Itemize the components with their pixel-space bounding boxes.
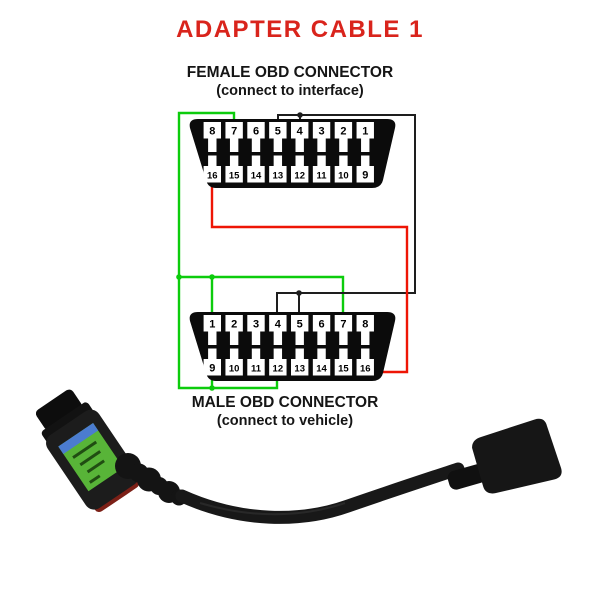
photo-left-connector [35,389,139,513]
male-connector-pin-2: 2 [225,315,243,345]
female-connector-pin-9: 9 [356,155,374,183]
svg-text:7: 7 [231,126,237,138]
female-connector-pin-13: 13 [269,155,287,183]
female-connector-pin-15: 15 [225,155,243,183]
male-connector-pin-6: 6 [312,315,331,345]
svg-text:8: 8 [362,319,368,331]
svg-text:5: 5 [275,126,281,138]
female-connector-graphic: 8 7 6 5 4 3 2 1 16 15 14 13 12 11 10 9 [189,119,396,188]
photo-right-connector-head [472,418,562,494]
svg-text:8: 8 [209,126,215,138]
svg-text:3: 3 [253,319,259,331]
svg-text:4: 4 [275,319,282,331]
female-connector-pin-11: 11 [312,155,331,183]
photo-cable [175,462,465,524]
female-connector-label-line2: (connect to interface) [216,83,364,99]
svg-text:15: 15 [338,364,349,375]
svg-text:12: 12 [273,364,284,375]
male-connector-pin-1: 1 [203,315,221,345]
svg-text:10: 10 [229,364,240,375]
photo-right-connector-neck [447,464,487,490]
svg-text:1: 1 [209,319,215,331]
male-connector-pin-8: 8 [356,315,374,345]
female-connector-pin-2: 2 [334,122,353,152]
male-connector-pin-4: 4 [269,315,287,345]
female-connector-pin-16: 16 [203,155,221,183]
female-connector-pin-4: 4 [291,122,309,152]
svg-text:3: 3 [318,126,324,138]
svg-text:7: 7 [340,319,346,331]
female-connector-pin-8: 8 [203,122,221,152]
photo-sticker-blue-stripe [58,423,99,454]
svg-text:9: 9 [209,363,215,375]
svg-text:13: 13 [294,364,305,375]
svg-text:14: 14 [316,364,327,375]
female-connector-pin-7: 7 [225,122,243,152]
male-connector-label: MALE OBD CONNECTOR (connect to vehicle) [135,394,435,430]
svg-text:1: 1 [362,126,368,138]
female-connector-pin-3: 3 [312,122,331,152]
male-connector-pin-16: 16 [356,348,374,376]
svg-text:16: 16 [207,171,218,182]
male-connector-pin-9: 9 [203,348,221,376]
photo-sticker-text-lines [72,440,105,484]
male-connector-pin-3: 3 [247,315,265,345]
photo-right-connector [447,418,562,494]
svg-text:5: 5 [297,319,303,331]
svg-text:14: 14 [251,171,262,182]
female-connector-pin-5: 5 [269,122,287,152]
male-connector-pin-7: 7 [334,315,353,345]
svg-text:15: 15 [229,171,240,182]
photo-left-connector-head [35,389,82,431]
male-connector-label-line2: (connect to vehicle) [216,413,354,429]
page-title: ADAPTER CABLE 1 [176,16,424,43]
svg-text:12: 12 [294,171,305,182]
male-connector-label-line1: MALE OBD CONNECTOR [191,394,379,411]
female-connector-pin-14: 14 [247,155,265,183]
cable-photo [35,389,562,524]
svg-text:2: 2 [340,126,346,138]
female-connector-label: FEMALE OBD CONNECTOR (connect to interfa… [140,64,440,100]
male-connector-pin-15: 15 [334,348,353,376]
svg-text:10: 10 [338,171,349,182]
svg-text:4: 4 [297,126,304,138]
female-connector-pin-10: 10 [334,155,353,183]
male-connector-pin-14: 14 [312,348,331,376]
photo-cable-highlight [199,502,346,516]
svg-text:16: 16 [360,364,371,375]
male-connector-pin-11: 11 [247,348,265,376]
svg-text:11: 11 [251,364,262,375]
female-connector-pin-6: 6 [247,122,265,152]
male-connector-pin-13: 13 [291,348,309,376]
male-connector-pin-10: 10 [225,348,243,376]
svg-text:6: 6 [318,319,324,331]
svg-text:6: 6 [253,126,259,138]
svg-text:9: 9 [362,170,368,182]
female-connector-pin-12: 12 [291,155,309,183]
svg-text:13: 13 [273,171,284,182]
female-connector-pin-1: 1 [356,122,374,152]
svg-text:2: 2 [231,319,237,331]
svg-text:11: 11 [317,171,328,182]
male-connector-pin-5: 5 [291,315,309,345]
male-connector-pin-12: 12 [269,348,287,376]
female-connector-label-line1: FEMALE OBD CONNECTOR [186,64,394,81]
